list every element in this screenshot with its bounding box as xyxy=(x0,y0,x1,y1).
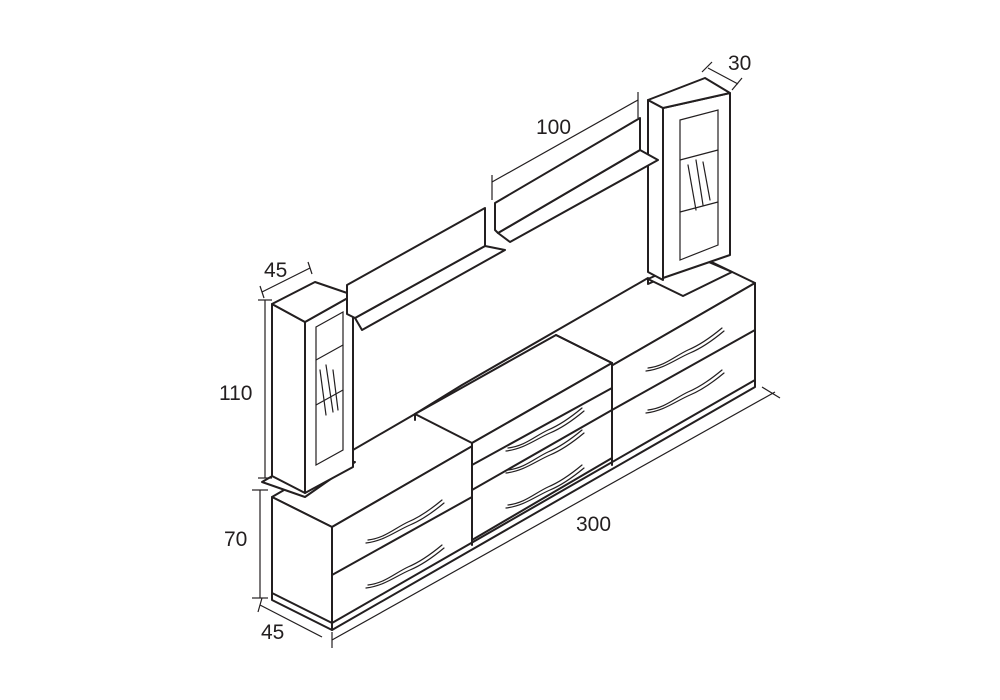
label-tower-right-depth: 30 xyxy=(728,52,751,75)
drawer-separator-mid-2 xyxy=(471,409,613,491)
label-base-depth: 45 xyxy=(261,621,284,644)
drawer-separator-left xyxy=(331,496,473,576)
handle-mid-3 xyxy=(507,464,583,506)
left-tower-front xyxy=(304,294,354,494)
wall-shelves xyxy=(346,117,659,331)
drawer-separator-mid-1 xyxy=(471,387,613,466)
label-shelf-width: 100 xyxy=(536,116,571,139)
handle-mid-2 xyxy=(507,429,583,471)
left-tower-glass xyxy=(315,310,344,467)
label-unit-width: 300 xyxy=(576,513,611,536)
right-tower-top xyxy=(647,77,731,109)
drawer-handles xyxy=(365,327,725,589)
left-tower-side xyxy=(271,303,306,494)
handle-right-bottom xyxy=(647,369,723,411)
right-tower-glass xyxy=(679,109,719,261)
dimension-lines xyxy=(252,61,781,648)
handle-left-top xyxy=(367,499,443,541)
left-shelf-back xyxy=(346,207,486,319)
handle-right-top xyxy=(647,327,723,369)
label-base-height: 70 xyxy=(224,528,247,551)
label-tower-height: 110 xyxy=(219,382,252,405)
handle-left-bottom xyxy=(367,544,443,586)
right-tower-side xyxy=(647,99,664,281)
drawer-separator-right xyxy=(611,329,756,411)
right-shelf-back xyxy=(494,117,641,234)
left-tower xyxy=(261,281,356,498)
right-tower xyxy=(647,77,733,297)
right-tower-front xyxy=(662,92,731,279)
handle-mid-1 xyxy=(507,407,583,449)
label-tower-left-depth: 45 xyxy=(264,259,287,282)
